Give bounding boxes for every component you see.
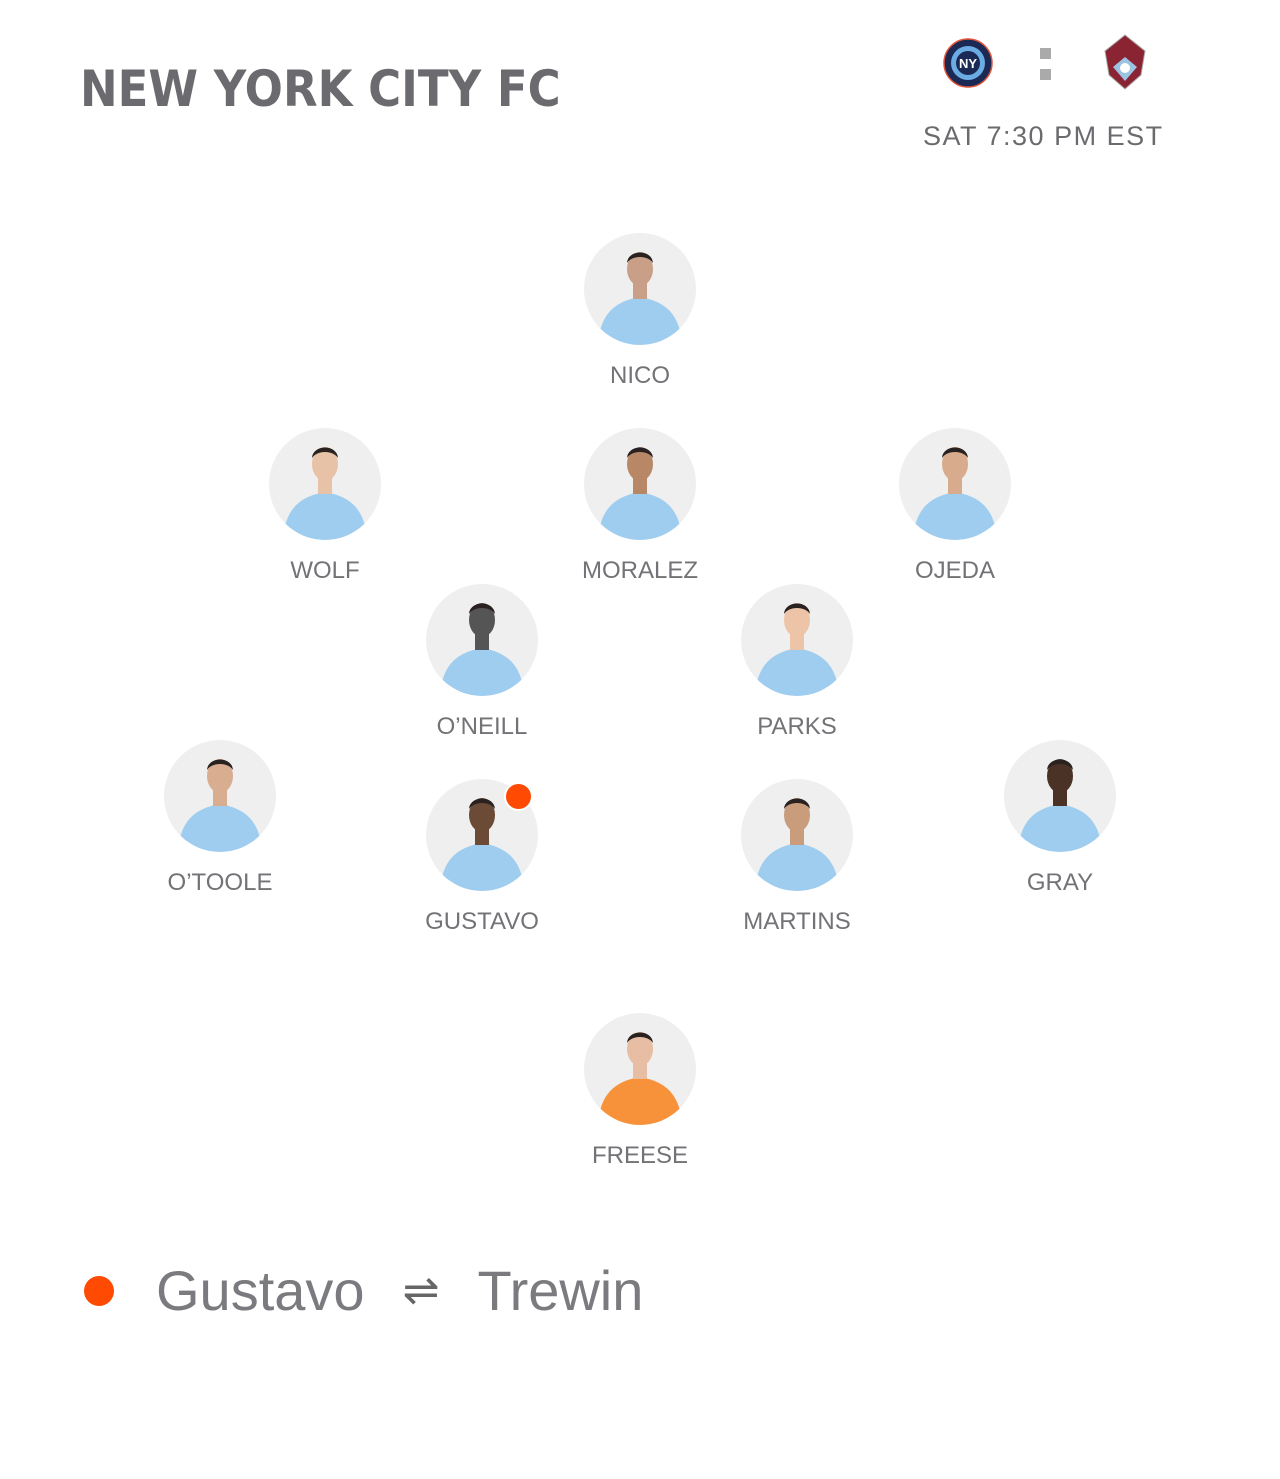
substitution-dot-icon [84, 1275, 114, 1306]
player-card[interactable]: GRAY [960, 740, 1160, 897]
player-name: GUSTAVO [425, 908, 539, 935]
player-name: O’TOOLE [167, 869, 273, 896]
player-card[interactable]: WOLF [225, 428, 425, 585]
player-avatar [269, 428, 381, 540]
nycfc-logo-icon: NY [943, 38, 993, 88]
player-card[interactable]: O’NEILL [382, 584, 582, 741]
player-avatar [584, 1013, 696, 1125]
player-photo-icon [440, 798, 524, 891]
player-photo-icon [1018, 759, 1102, 852]
kickoff-time: SAT 7:30 PM EST [923, 121, 1164, 151]
player-card[interactable]: PARKS [697, 584, 897, 741]
player-photo-icon [598, 447, 682, 540]
player-out: Gustavo [156, 1259, 365, 1322]
player-photo-icon [598, 252, 682, 345]
player-card[interactable]: GUSTAVO [382, 779, 582, 936]
substitution-row: Gustavo ⇌ Trewin [84, 1258, 643, 1323]
player-avatar [426, 779, 538, 891]
player-name: WOLF [290, 557, 360, 584]
player-name: OJEDA [914, 557, 995, 584]
player-card[interactable]: O’TOOLE [120, 740, 320, 897]
player-avatar [584, 233, 696, 345]
player-photo-icon [755, 798, 839, 891]
player-avatar [164, 740, 276, 852]
swap-arrows-icon: ⇌ [402, 1266, 440, 1315]
player-avatar [741, 584, 853, 696]
player-name: MARTINS [743, 908, 851, 935]
player-card[interactable]: OJEDA [855, 428, 1055, 585]
player-photo-icon [598, 1032, 682, 1125]
player-name: NICO [610, 362, 670, 389]
player-in: Trewin [477, 1259, 644, 1322]
player-name: PARKS [757, 713, 837, 740]
player-photo-icon [913, 447, 997, 540]
player-avatar [1004, 740, 1116, 852]
player-card[interactable]: NICO [540, 233, 740, 390]
player-photo-icon [755, 603, 839, 696]
player-avatar [899, 428, 1011, 540]
player-name: FREESE [591, 1142, 689, 1169]
colorado-logo-icon [1104, 34, 1146, 90]
player-name: MORALEZ [581, 557, 698, 584]
player-card[interactable]: MARTINS [697, 779, 897, 936]
player-avatar [741, 779, 853, 891]
player-name: O’NEILL [436, 713, 528, 740]
score-separator [1040, 48, 1052, 90]
player-avatar [584, 428, 696, 540]
svg-text:NY: NY [959, 56, 977, 71]
player-card[interactable]: MORALEZ [540, 428, 740, 585]
player-card[interactable]: FREESE [540, 1013, 740, 1170]
player-photo-icon [178, 759, 262, 852]
player-photo-icon [440, 603, 524, 696]
player-avatar [426, 584, 538, 696]
player-photo-icon [283, 447, 367, 540]
substitution-indicator-icon [504, 782, 533, 811]
player-name: GRAY [1026, 869, 1094, 896]
team-title: NEW YORK CITY FC [80, 60, 561, 118]
